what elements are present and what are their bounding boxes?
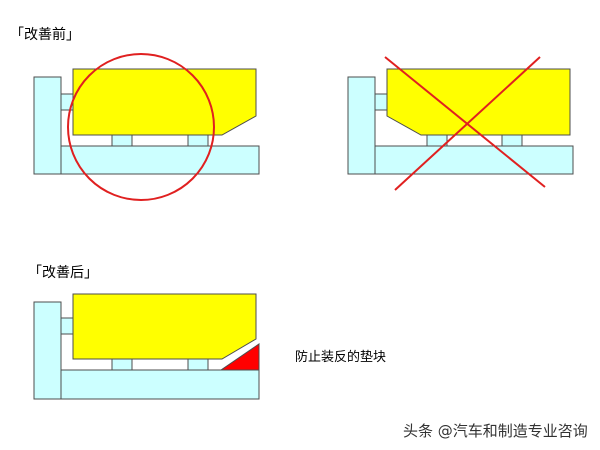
watermark: 头条 @汽车和制造专业咨询 — [403, 422, 588, 440]
fixture-base-plate — [60, 145, 260, 175]
callout-anti-reversal-block: 防止装反的垫块 — [295, 350, 387, 365]
support-pin-left — [111, 134, 133, 147]
fixture-base-plate — [374, 145, 574, 175]
figure-before-correct — [33, 53, 260, 201]
fixture-side-wall — [33, 301, 62, 400]
highlight-circle — [67, 53, 215, 201]
workpiece — [72, 293, 257, 360]
figure-before-reversed — [347, 56, 574, 191]
label-after-improvement: 「改善后」 — [28, 265, 98, 281]
support-pin-left — [111, 358, 133, 371]
anti-reversal-block — [219, 343, 260, 371]
fixture-side-wall — [347, 76, 376, 175]
cross-mark-line-1 — [384, 56, 546, 188]
locator-pin-side — [374, 93, 388, 111]
support-pin-right — [187, 134, 209, 147]
workpiece — [72, 68, 257, 136]
cross-mark-line-2 — [394, 56, 541, 191]
fixture-base-plate — [60, 369, 260, 400]
label-before-improvement: 「改善前」 — [10, 27, 80, 43]
fixture-side-wall — [33, 76, 62, 175]
support-pin-right — [187, 358, 209, 371]
locator-pin-side — [60, 317, 74, 335]
figure-after-improvement — [33, 293, 260, 400]
support-pin-right — [501, 134, 523, 147]
workpiece-reversed — [386, 68, 571, 136]
